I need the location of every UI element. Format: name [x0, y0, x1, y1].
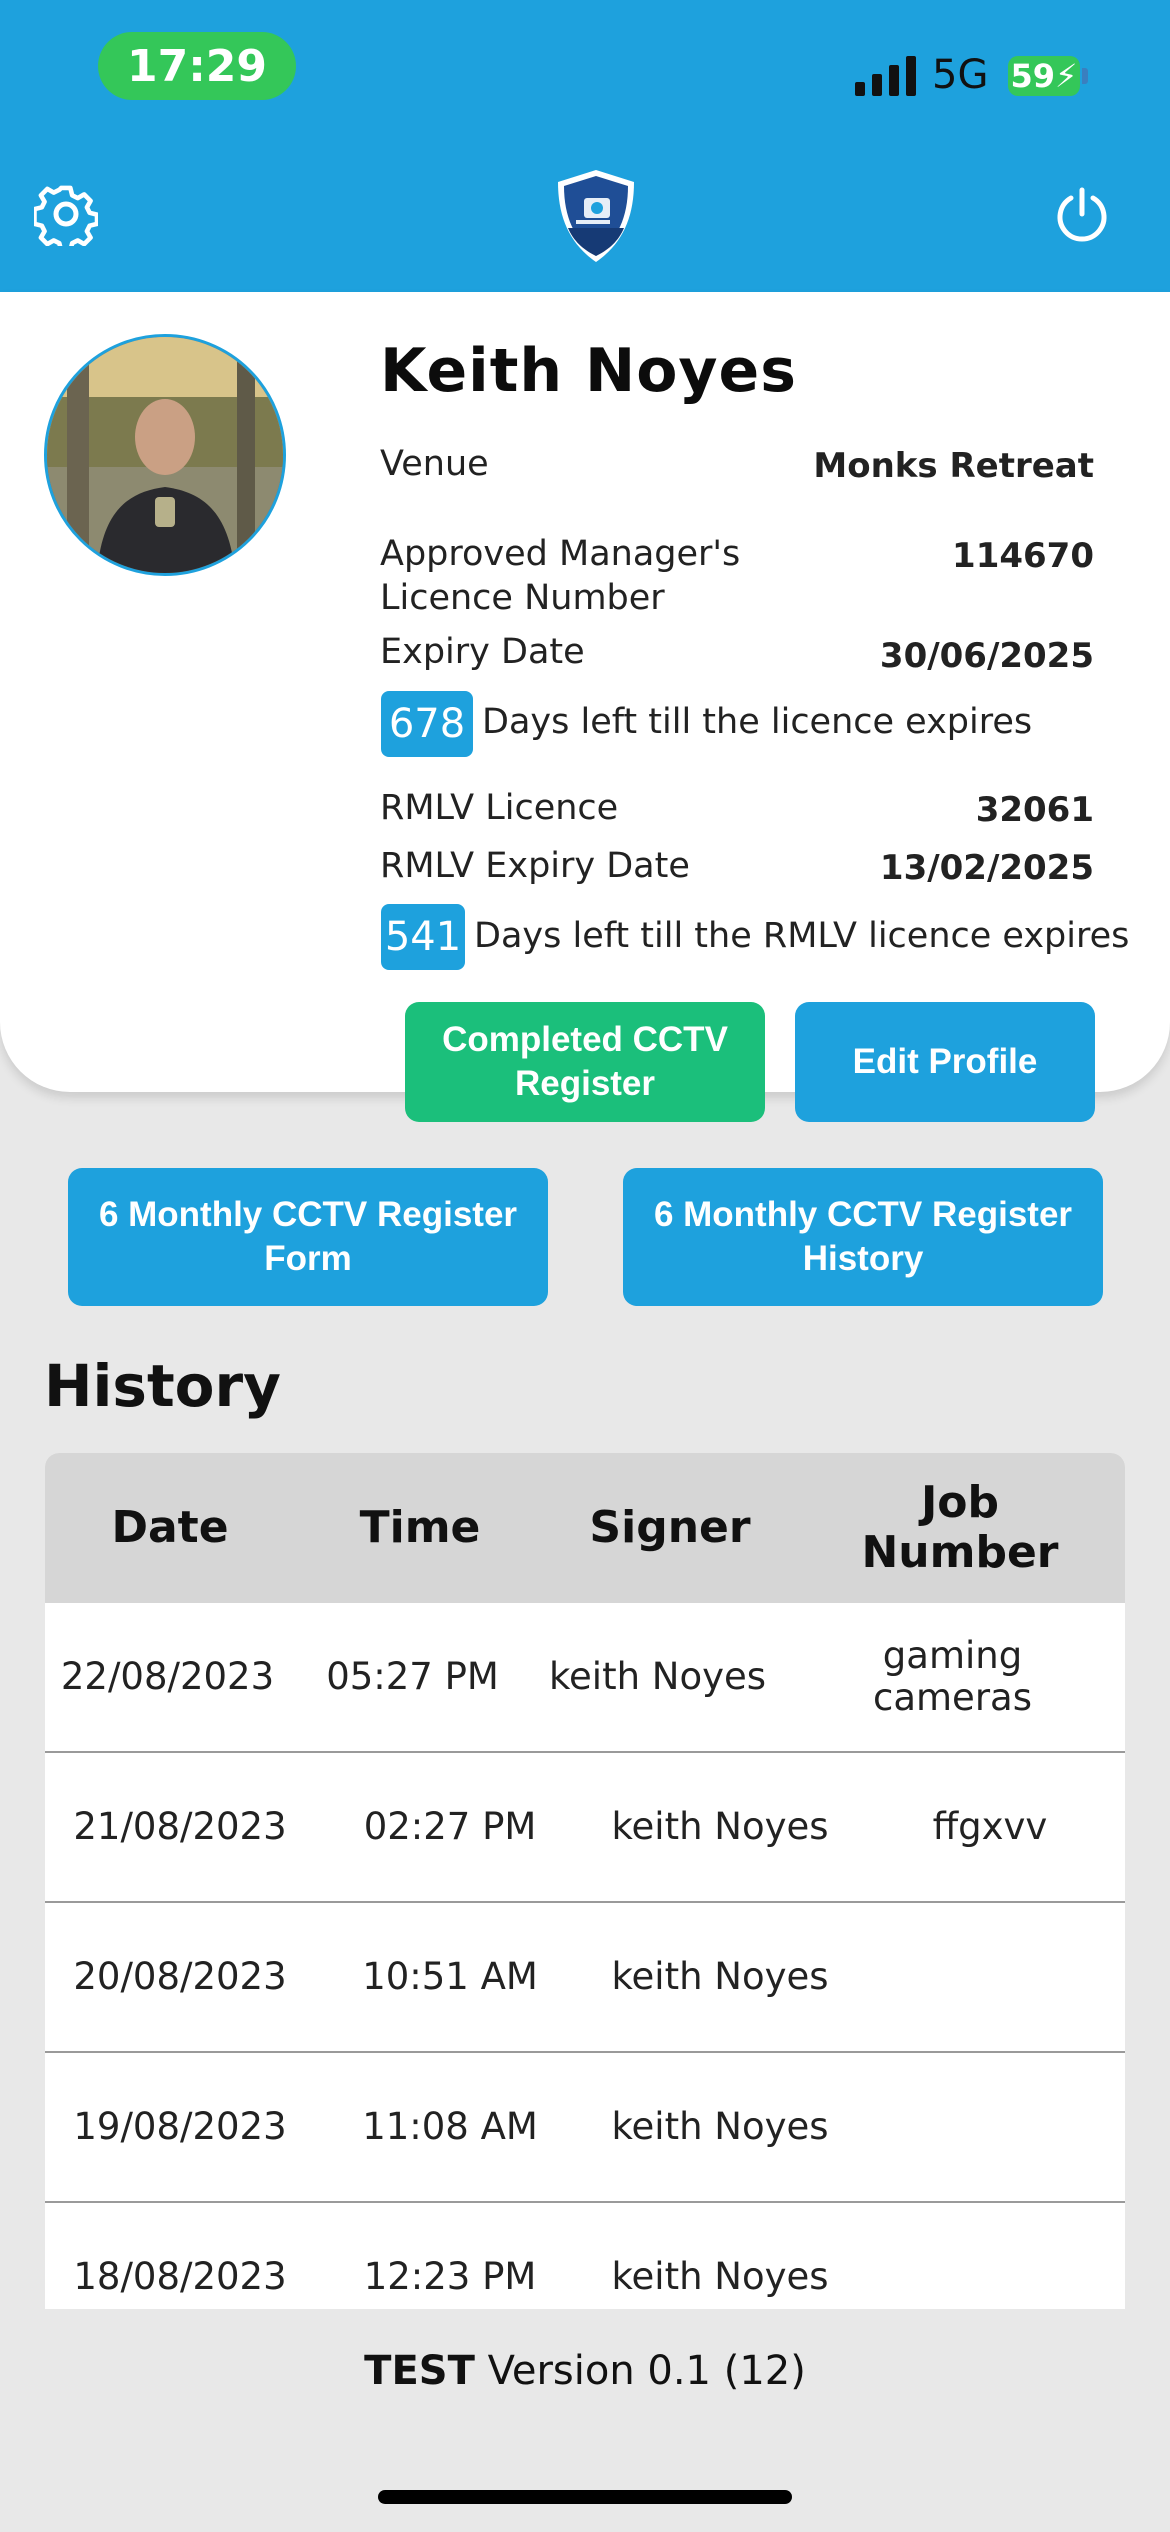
expiry-date-label: Expiry Date — [380, 632, 585, 672]
column-header-signer: Signer — [589, 1502, 751, 1553]
licence-label-line2: Licence Number — [380, 578, 665, 618]
cell-job-number: gaming cameras — [873, 1634, 1032, 1719]
venue-label: Venue — [380, 444, 489, 484]
cell-signer: keith Noyes — [611, 1955, 829, 1998]
venue-value: Monks Retreat — [813, 446, 1094, 486]
avatar-photo — [47, 337, 283, 573]
licence-number-value: 114670 — [952, 536, 1094, 576]
cell-time: 05:27 PM — [326, 1655, 499, 1698]
battery-indicator: 59⚡ — [1008, 56, 1080, 96]
cell-signer: keith Noyes — [548, 1655, 767, 1698]
shield-camera-logo — [558, 170, 634, 262]
home-indicator[interactable] — [378, 2490, 792, 2504]
table-row[interactable]: 19/08/2023 11:08 AM keith Noyes — [45, 2053, 1125, 2203]
edit-profile-button[interactable]: Edit Profile — [795, 1002, 1095, 1122]
rmlv-days-left-text: Days left till the RMLV licence expires — [474, 916, 1130, 956]
cell-signer: keith Noyes — [611, 1805, 829, 1848]
rmlv-licence-value: 32061 — [975, 790, 1094, 830]
cell-time: 02:27 PM — [363, 1805, 537, 1848]
cell-date: 21/08/2023 — [73, 1805, 287, 1848]
environment-label: TEST — [364, 2348, 475, 2394]
days-left-text: Days left till the licence expires — [482, 702, 1033, 742]
column-header-time: Time — [359, 1502, 481, 1553]
cell-date: 18/08/2023 — [73, 2255, 287, 2298]
rmlv-licence-label: RMLV Licence — [380, 788, 619, 828]
history-title: History — [44, 1352, 281, 1420]
battery-level: 59 — [1010, 57, 1056, 95]
app-version: TEST Version 0.1 (12) — [0, 2348, 1170, 2394]
cell-job-number: ffgxvv — [932, 1805, 1048, 1848]
rmlv-days-left-badge: 541 — [381, 904, 465, 970]
expiry-date-value: 30/06/2025 — [879, 636, 1094, 676]
cell-date: 19/08/2023 — [73, 2105, 287, 2148]
cell-job-number — [855, 2053, 1125, 2201]
monthly-cctv-history-button[interactable]: 6 Monthly CCTV Register History — [623, 1168, 1103, 1306]
cell-time: 12:23 PM — [363, 2255, 537, 2298]
cell-time: 11:08 AM — [362, 2105, 538, 2148]
power-icon[interactable] — [1052, 186, 1112, 246]
table-row[interactable]: 22/08/2023 05:27 PM keith Noyes gaming c… — [45, 1603, 1125, 1753]
gear-icon[interactable] — [34, 182, 98, 246]
rmlv-expiry-value: 13/02/2025 — [879, 848, 1094, 888]
cell-job-number — [855, 1903, 1125, 2051]
status-time: 17:29 — [98, 32, 296, 100]
licence-number-label: Approved Manager's Licence Number — [380, 532, 740, 620]
cell-signer: keith Noyes — [611, 2105, 829, 2148]
cell-signer: keith Noyes — [611, 2255, 829, 2298]
table-row[interactable]: 20/08/2023 10:51 AM keith Noyes — [45, 1903, 1125, 2053]
monthly-cctv-form-button[interactable]: 6 Monthly CCTV Register Form — [68, 1168, 548, 1306]
table-header: Date Time Signer Job Number — [45, 1453, 1125, 1603]
cell-date: 22/08/2023 — [60, 1655, 275, 1698]
days-left-badge: 678 — [381, 691, 473, 757]
column-header-job-number: Job Number — [861, 1477, 1059, 1578]
network-type: 5G — [932, 52, 989, 98]
history-table: Date Time Signer Job Number 22/08/2023 0… — [45, 1453, 1125, 2309]
profile-name: Keith Noyes — [380, 336, 797, 406]
licence-label-line1: Approved Manager's — [380, 534, 741, 574]
table-row[interactable]: 18/08/2023 12:23 PM keith Noyes — [45, 2203, 1125, 2309]
completed-cctv-register-button[interactable]: Completed CCTV Register — [405, 1002, 765, 1122]
avatar — [44, 334, 286, 576]
cell-job-number — [855, 2203, 1125, 2309]
column-header-date: Date — [111, 1502, 229, 1553]
signal-strength-icon — [855, 56, 916, 96]
table-row[interactable]: 21/08/2023 02:27 PM keith Noyes ffgxvv — [45, 1753, 1125, 1903]
cell-time: 10:51 AM — [362, 1955, 538, 1998]
charging-bolt-icon: ⚡ — [1055, 57, 1078, 95]
rmlv-expiry-label: RMLV Expiry Date — [380, 846, 690, 886]
cell-date: 20/08/2023 — [73, 1955, 287, 1998]
version-text: Version 0.1 (12) — [487, 2348, 806, 2394]
battery-tip — [1082, 68, 1088, 84]
